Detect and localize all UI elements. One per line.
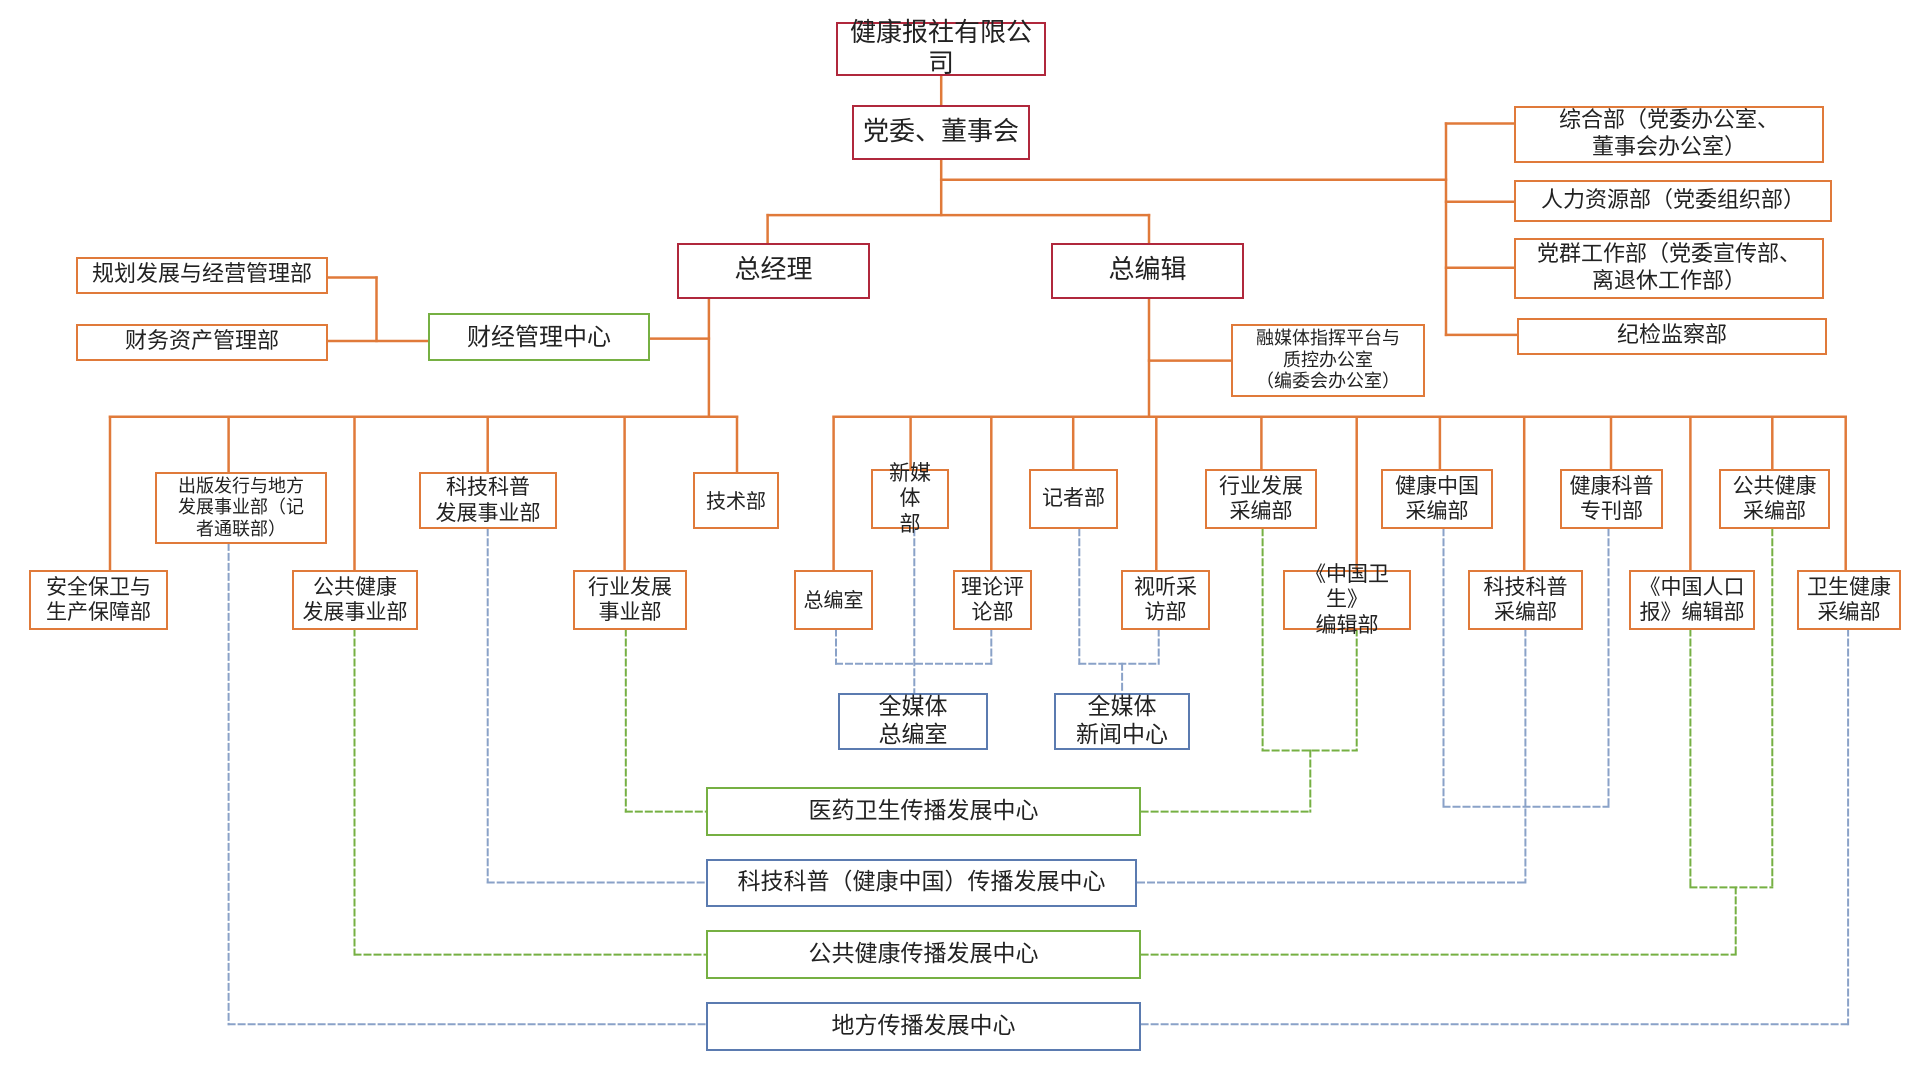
node-security-label: 安全保卫与 生产保障部 — [46, 574, 151, 624]
node-chief-editor: 总编辑 — [1051, 243, 1244, 299]
node-chief-editor-label: 总编辑 — [1108, 255, 1187, 286]
node-finance-center-label: 财经管理中心 — [467, 322, 611, 351]
node-industry-editorial: 行业发展 采编部 — [1205, 469, 1317, 529]
node-china-health-mag-label: 《中国卫生》 编辑部 — [1305, 562, 1389, 637]
node-general-office: 综合部（党委办公室、 董事会办公室） — [1514, 106, 1824, 163]
node-industry-editorial-label: 行业发展 采编部 — [1219, 473, 1303, 523]
node-health-editorial: 卫生健康 采编部 — [1797, 570, 1901, 630]
node-public-health-comm-center-label: 公共健康传播发展中心 — [808, 940, 1039, 967]
node-tech: 技术部 — [693, 472, 779, 529]
node-sci-pop-comm-center: 科技科普（健康中国）传播发展中心 — [706, 859, 1137, 907]
node-allmedia-editorial: 全媒体 总编室 — [838, 693, 988, 750]
node-media-command: 融媒体指挥平台与 质控办公室 （编委会办公室） — [1231, 324, 1425, 397]
node-editorial-office: 总编室 — [794, 570, 873, 630]
node-hr-label: 人力资源部（党委组织部） — [1540, 187, 1805, 213]
node-party-affairs-label: 党群工作部（党委宣传部、 离退休工作部） — [1536, 242, 1801, 294]
node-health-editorial-label: 卫生健康 采编部 — [1807, 574, 1891, 624]
node-sci-pop-biz-label: 科技科普 发展事业部 — [435, 475, 541, 525]
node-publishing: 出版发行与地方 发展事业部（记 者通联部） — [155, 472, 327, 544]
node-finance-center: 财经管理中心 — [428, 313, 650, 361]
node-theory: 理论评 论部 — [953, 570, 1032, 630]
node-company: 健康报社有限公司 — [836, 18, 1046, 79]
node-audiovisual: 视听采 访部 — [1121, 570, 1210, 630]
node-new-media: 新媒体 部 — [871, 461, 949, 536]
node-local-comm-center-label: 地方传播发展中心 — [831, 1012, 1016, 1039]
node-publishing-label: 出版发行与地方 发展事业部（记 者通联部） — [178, 475, 304, 540]
node-healthy-china-editorial: 健康中国 采编部 — [1381, 469, 1493, 529]
node-general-manager-label: 总经理 — [734, 255, 813, 286]
node-reporters-label: 记者部 — [1042, 486, 1105, 511]
node-media-command-label: 融媒体指挥平台与 质控办公室 （编委会办公室） — [1256, 328, 1400, 393]
node-local-comm-center: 地方传播发展中心 — [706, 1002, 1141, 1051]
node-hr: 人力资源部（党委组织部） — [1514, 180, 1832, 222]
node-public-health-biz: 公共健康 发展事业部 — [292, 570, 418, 630]
node-medical-comm-center-label: 医药卫生传播发展中心 — [808, 797, 1039, 824]
node-public-health-editorial-label: 公共健康 采编部 — [1732, 473, 1817, 523]
node-population-daily-label: 《中国人口 报》编辑部 — [1639, 574, 1745, 624]
node-party-board-label: 党委、董事会 — [862, 116, 1019, 147]
node-industry-biz: 行业发展 事业部 — [573, 570, 687, 630]
node-health-sci-supplement-label: 健康科普 专刊部 — [1569, 473, 1654, 523]
node-medical-comm-center: 医药卫生传播发展中心 — [706, 787, 1141, 836]
node-security: 安全保卫与 生产保障部 — [29, 570, 168, 630]
node-discipline: 纪检监察部 — [1517, 318, 1827, 355]
node-editorial-office-label: 总编室 — [803, 588, 864, 612]
node-audiovisual-label: 视听采 访部 — [1134, 574, 1197, 624]
node-planning: 规划发展与经营管理部 — [76, 257, 328, 294]
node-public-health-comm-center: 公共健康传播发展中心 — [706, 930, 1141, 979]
node-public-health-editorial: 公共健康 采编部 — [1719, 469, 1830, 529]
node-allmedia-editorial-label: 全媒体 总编室 — [878, 693, 948, 748]
node-allmedia-news: 全媒体 新闻中心 — [1054, 693, 1190, 750]
node-finance-assets: 财务资产管理部 — [76, 324, 328, 361]
node-company-label: 健康报社有限公司 — [849, 17, 1032, 79]
node-sci-pop-comm-center-label: 科技科普（健康中国）传播发展中心 — [737, 869, 1106, 896]
node-china-health-mag: 《中国卫生》 编辑部 — [1283, 562, 1411, 637]
node-finance-assets-label: 财务资产管理部 — [124, 329, 279, 355]
node-discipline-label: 纪检监察部 — [1616, 323, 1727, 349]
node-public-health-biz-label: 公共健康 发展事业部 — [302, 574, 408, 624]
node-tech-label: 技术部 — [706, 488, 766, 513]
node-sci-pop-biz: 科技科普 发展事业部 — [419, 472, 557, 529]
node-healthy-china-editorial-label: 健康中国 采编部 — [1395, 473, 1479, 523]
node-party-board: 党委、董事会 — [852, 105, 1030, 160]
node-new-media-label: 新媒体 部 — [889, 461, 931, 536]
node-general-office-label: 综合部（党委办公室、 董事会办公室） — [1558, 108, 1779, 160]
node-planning-label: 规划发展与经营管理部 — [91, 262, 312, 288]
node-general-manager: 总经理 — [677, 243, 870, 299]
node-party-affairs: 党群工作部（党委宣传部、 离退休工作部） — [1514, 238, 1824, 299]
node-health-sci-supplement: 健康科普 专刊部 — [1560, 469, 1663, 529]
node-industry-biz-label: 行业发展 事业部 — [588, 574, 672, 624]
node-reporters: 记者部 — [1029, 469, 1118, 529]
node-sci-pop-editorial: 科技科普 采编部 — [1468, 570, 1583, 630]
node-allmedia-news-label: 全媒体 新闻中心 — [1076, 693, 1168, 748]
node-sci-pop-editorial-label: 科技科普 采编部 — [1483, 574, 1568, 624]
node-theory-label: 理论评 论部 — [961, 574, 1024, 624]
node-population-daily: 《中国人口 报》编辑部 — [1629, 570, 1755, 630]
